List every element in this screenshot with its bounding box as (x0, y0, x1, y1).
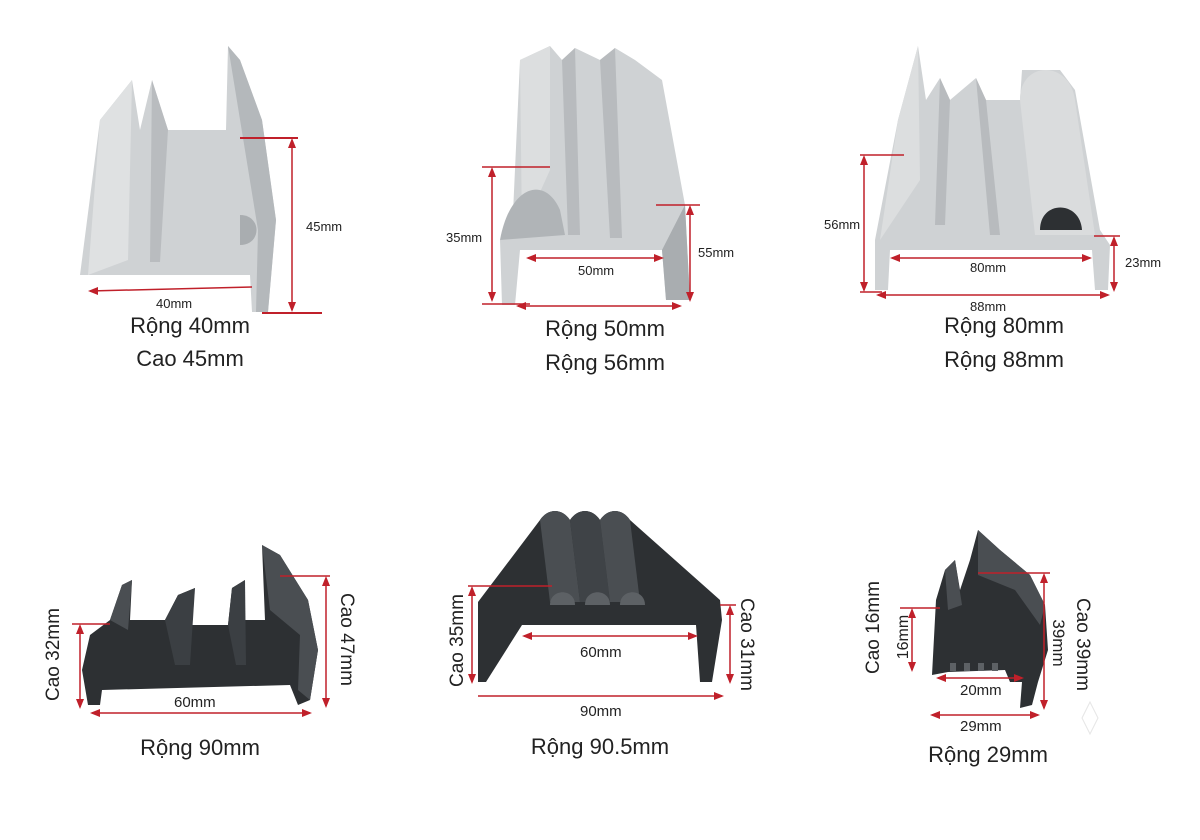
dimension-label-vertical: Cao 31mm (736, 598, 757, 691)
dimension-label-vertical: Cao 39mm (1072, 598, 1093, 691)
dimension-label-vertical: Cao 16mm (863, 581, 884, 674)
dimension-label: 88mm (970, 299, 1007, 314)
product-caption: Rộng 50mm (545, 316, 665, 341)
gray-seal-profile-3-image (860, 46, 1120, 299)
black-seal-profile-6-image (900, 530, 1099, 736)
product-caption: Rộng 88mm (944, 347, 1064, 372)
product-caption: Rộng 40mm (130, 313, 250, 338)
dimension-label: 60mm (580, 644, 622, 661)
product-caption: Rộng 90mm (140, 735, 260, 760)
product-caption: Rộng 56mm (545, 350, 665, 375)
product-panel-5: Cao 35mm Cao 31mm 60mm 90mm Rộng 90.5mm (400, 420, 800, 840)
product-panel-4: Cao 32mm Cao 47mm 60mm Rộng 90mm (0, 420, 400, 840)
product-caption: Rộng 80mm (944, 313, 1064, 338)
product-caption: Cao 45mm (136, 346, 244, 371)
dimension-label: 50mm (578, 263, 615, 278)
dimension-label-vertical: Cao 47mm (336, 593, 357, 686)
dimension-label: 20mm (960, 682, 1002, 699)
black-seal-profile-4-image (72, 545, 330, 717)
black-seal-profile-5-image (468, 511, 736, 700)
gray-seal-profile-1-image (80, 46, 322, 314)
dimension-label: 29mm (960, 718, 1002, 735)
dimension-label: 80mm (970, 260, 1007, 275)
product-panel-6: Cao 16mm 16mm Cao 39mm 39mm 20mm 29mm Rộ… (800, 420, 1200, 840)
dimension-label: 90mm (580, 703, 622, 720)
product-panel-3: 56mm 23mm 80mm 88mm Rộng 80mm Rộng 88mm (800, 0, 1200, 400)
gray-seal-profile-2-image (482, 46, 700, 310)
dimension-label: 35mm (446, 230, 483, 245)
dimension-label: 55mm (698, 245, 735, 260)
dimension-label-vertical: 39mm (1049, 619, 1068, 667)
dimension-label: 60mm (174, 694, 216, 711)
dimension-label: 23mm (1125, 255, 1162, 270)
dimension-label: 40mm (156, 296, 193, 311)
dimension-label: 45mm (306, 219, 343, 234)
product-caption: Rộng 29mm (928, 742, 1048, 767)
product-panel-2: 35mm 55mm 50mm Rộng 50mm Rộng 56mm (400, 0, 800, 400)
product-panel-1: 45mm 40mm Rộng 40mm Cao 45mm (0, 0, 400, 400)
dimension-label-vertical: Cao 32mm (43, 608, 64, 701)
dimension-label: 56mm (824, 217, 861, 232)
dimension-label-vertical: Cao 35mm (447, 594, 468, 687)
product-caption: Rộng 90.5mm (530, 734, 670, 759)
dimension-label-vertical: 16mm (895, 614, 912, 660)
